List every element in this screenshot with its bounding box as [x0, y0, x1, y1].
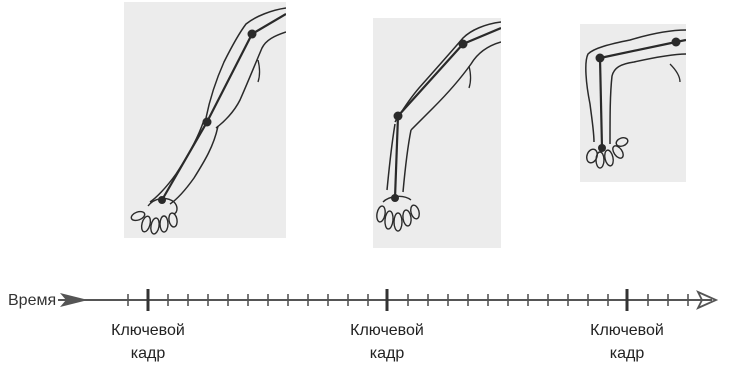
keyframe-label-2-line1: Ключевой: [332, 319, 442, 342]
keyframe-image-1: [124, 2, 286, 238]
keyframe-label-3-line2: кадр: [572, 342, 682, 365]
keyframe-label-1-line2: кадр: [93, 342, 203, 365]
keyframe-label-2: Ключевой кадр: [332, 319, 442, 365]
keyframe-label-3-line1: Ключевой: [572, 319, 682, 342]
keyframe-image-3: [580, 24, 686, 182]
timeline-axis: [0, 280, 741, 320]
arm-drawing-bent-90: [580, 24, 686, 182]
arm-drawing-bent: [373, 18, 501, 248]
keyframe-label-3: Ключевой кадр: [572, 319, 682, 365]
keyframe-label-1-line1: Ключевой: [93, 319, 203, 342]
arm-drawing-extended: [124, 2, 286, 238]
keyframe-label-2-line2: кадр: [332, 342, 442, 365]
keyframe-image-2: [373, 18, 501, 248]
keyframe-label-1: Ключевой кадр: [93, 319, 203, 365]
